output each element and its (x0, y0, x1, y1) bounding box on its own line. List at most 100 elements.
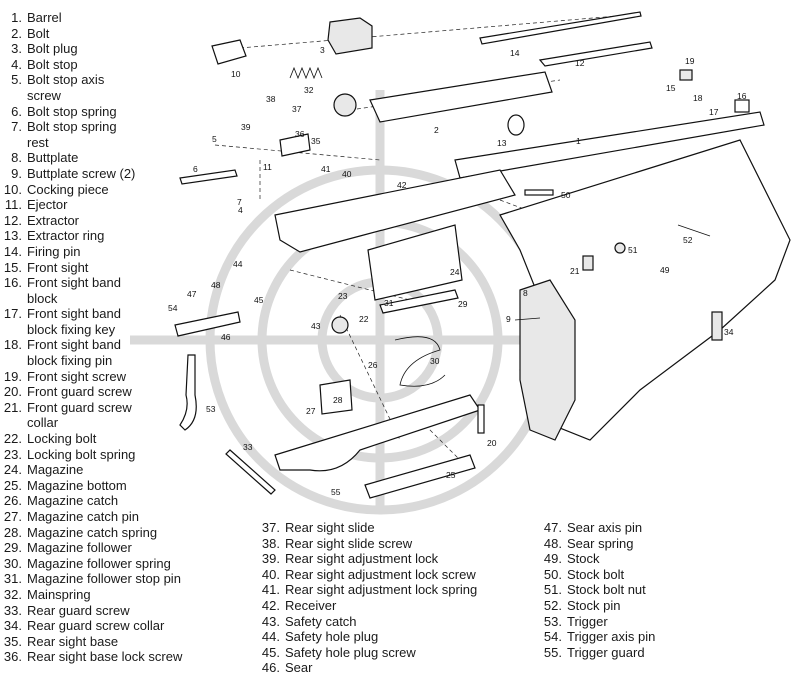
callout-51: 51 (628, 245, 638, 255)
legend-text: Safety hole plug screw (285, 644, 416, 660)
trigger-part (179, 354, 197, 431)
legend-entry: 48.Sear spring (540, 536, 655, 552)
callout-52: 52 (683, 235, 693, 245)
legend-entry: 5.Bolt stop axis (0, 72, 182, 88)
legend-number: 11. (4, 197, 22, 213)
legend-text: Front guard screw (27, 399, 132, 415)
callout-36: 36 (295, 129, 305, 139)
legend-text: Stock bolt nut (567, 582, 646, 598)
legend-text: block fixing pin (27, 353, 113, 369)
legend-text: Front sight band (27, 337, 121, 353)
legend-number: 54. (543, 629, 562, 645)
callout-32: 32 (304, 85, 314, 95)
legend-number: 32. (3, 586, 22, 602)
legend-number: 52. (543, 597, 562, 613)
legend-number: 29. (3, 540, 22, 556)
legend-entry: 21.Front guard screw (0, 400, 182, 416)
legend-number: 19. (3, 368, 22, 384)
legend-number: 31. (3, 571, 22, 587)
legend-entry: 26.Magazine catch (0, 493, 182, 509)
legend-text: Magazine catch (27, 493, 119, 509)
callout-10: 10 (231, 69, 241, 79)
legend-text: Stock (567, 551, 600, 567)
legend-text: Stock pin (567, 597, 621, 613)
callout-37: 37 (292, 104, 302, 114)
legend-entry: 17.Front sight band (0, 306, 182, 322)
legend-entry: block (0, 291, 182, 307)
legend-text: collar (27, 415, 59, 431)
callout-21: 21 (570, 266, 580, 276)
legend-entry: 36.Rear sight base lock screw (0, 649, 182, 665)
legend-number: 40. (261, 566, 280, 582)
legend-entry: 44.Safety hole plug (258, 629, 477, 645)
callout-38: 38 (266, 94, 276, 104)
legend-text: Front guard screw (27, 384, 132, 400)
legend-number: 28. (3, 524, 22, 540)
legend-number: 47. (543, 520, 562, 535)
legend-number (0, 353, 22, 369)
legend-entry: 38.Rear sight slide screw (258, 536, 477, 552)
legend-entry: 23.Locking bolt spring (0, 447, 182, 463)
rear-guard-screw-collar-part (711, 311, 723, 341)
legend-entry: 47. Sear axis pin (540, 520, 655, 536)
legend-number: 27. (3, 509, 22, 524)
legend-text: Sear axis pin (567, 520, 643, 535)
callout-12: 12 (575, 58, 585, 68)
legend-entry: 20.Front guard screw (0, 384, 182, 400)
legend-entry: 18.Front sight band (0, 337, 182, 353)
bolt-stop-spring-part (179, 169, 238, 185)
legend-text: Buttplate (27, 150, 79, 166)
legend-entry: 7.Bolt stop spring (0, 119, 182, 135)
callout-labels: 1 2 3 4 5 6 7 8 9 10 11 12 13 14 15 16 1… (168, 45, 747, 497)
callout-30: 30 (430, 356, 440, 366)
magazine-part (367, 224, 463, 301)
legend-text: Locking bolt (27, 431, 97, 447)
legend-text: Locking bolt spring (27, 446, 136, 462)
callout-3: 3 (320, 45, 325, 55)
callout-42: 42 (397, 180, 407, 190)
legend-number (0, 291, 22, 307)
legend-entry: 12.Extractor (0, 213, 182, 229)
legend-entry: 30.Magazine follower spring (0, 556, 182, 572)
callout-1: 1 (576, 136, 581, 146)
legend-entry: 24.Magazine (0, 462, 182, 478)
legend-entry: collar (0, 415, 182, 431)
callout-41: 41 (321, 164, 331, 174)
stock-bolt-part (524, 189, 554, 196)
callout-54: 54 (168, 303, 178, 313)
legend-number: 5. (11, 72, 22, 88)
callout-26: 26 (368, 360, 378, 370)
legend-entry: block fixing key (0, 322, 182, 338)
callout-24: 24 (450, 267, 460, 277)
legend-text: Front sight screw (27, 368, 126, 384)
legend-number: 33. (3, 602, 22, 618)
callout-39: 39 (241, 122, 251, 132)
legend-number: 1. (11, 10, 22, 25)
legend-text: Front sight band (27, 306, 121, 322)
legend-number: 14. (3, 243, 22, 259)
callout-11: 11 (263, 162, 272, 172)
legend-number: 55. (543, 644, 562, 660)
legend-text: Safety catch (285, 613, 357, 629)
callout-18: 18 (693, 93, 703, 103)
legend-text: Front sight (27, 259, 89, 275)
legend-number: 7. (11, 119, 22, 135)
legend-text: Mainspring (27, 586, 91, 602)
bolt-knob-part (333, 93, 357, 117)
legend-entry: 49.Stock (540, 551, 655, 567)
legend-text: Magazine follower (27, 540, 132, 556)
buttplate-screw-part (514, 317, 541, 321)
legend-entry: 41.Rear sight adjustment lock spring (258, 582, 477, 598)
legend-number: 35. (3, 633, 22, 649)
legend-number: 53. (543, 613, 562, 629)
legend-number: 12. (3, 212, 22, 228)
legend-entry: 51.Stock bolt nut (540, 582, 655, 598)
legend-entry: 19. Front sight screw (0, 369, 182, 385)
stock-bolt-nut-part (614, 242, 626, 254)
legend-text: rest (27, 134, 49, 150)
legend-text: Magazine bottom (27, 477, 127, 493)
callout-27: 27 (306, 406, 316, 416)
legend-text: Magazine catch pin (27, 509, 140, 524)
legend-text: block (27, 290, 58, 306)
